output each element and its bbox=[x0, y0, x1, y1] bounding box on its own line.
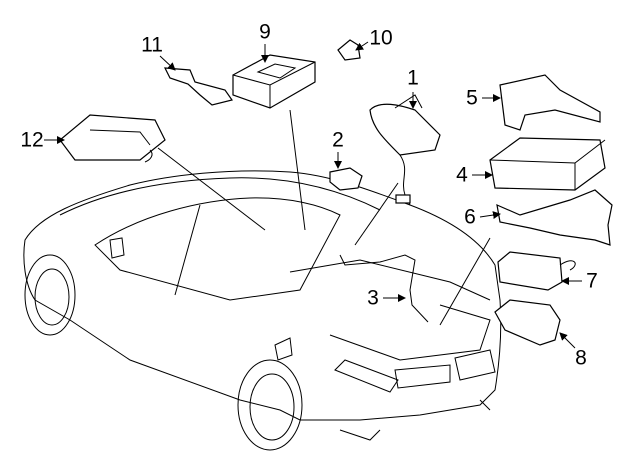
part-9-receiver bbox=[232, 54, 316, 109]
callout-arrows bbox=[44, 41, 582, 349]
part-7-unit bbox=[497, 251, 576, 291]
part-2-clip bbox=[329, 167, 363, 191]
part-6-bracket bbox=[496, 189, 613, 246]
car-outline bbox=[23, 170, 502, 451]
callout-6: 6 bbox=[464, 205, 476, 229]
leader-lines bbox=[157, 109, 491, 326]
callout-12: 12 bbox=[20, 128, 44, 152]
part-12-unit bbox=[59, 114, 166, 163]
part-4-module bbox=[489, 137, 606, 191]
callout-2: 2 bbox=[332, 128, 344, 152]
callout-4: 4 bbox=[456, 163, 468, 187]
part-1-antenna bbox=[369, 94, 441, 206]
part-8-tray bbox=[494, 299, 561, 346]
callout-8: 8 bbox=[575, 346, 587, 370]
callout-1: 1 bbox=[407, 66, 419, 90]
callout-9: 9 bbox=[259, 20, 271, 44]
part-5-bracket bbox=[499, 74, 601, 131]
callout-10: 10 bbox=[369, 26, 393, 50]
callout-3: 3 bbox=[367, 286, 379, 310]
callout-11: 11 bbox=[141, 33, 163, 57]
callout-7: 7 bbox=[586, 269, 598, 293]
callout-5: 5 bbox=[466, 86, 478, 110]
part-10-bracket bbox=[337, 39, 361, 61]
part-11-bracket bbox=[163, 67, 233, 106]
part-3-cable bbox=[339, 254, 429, 323]
